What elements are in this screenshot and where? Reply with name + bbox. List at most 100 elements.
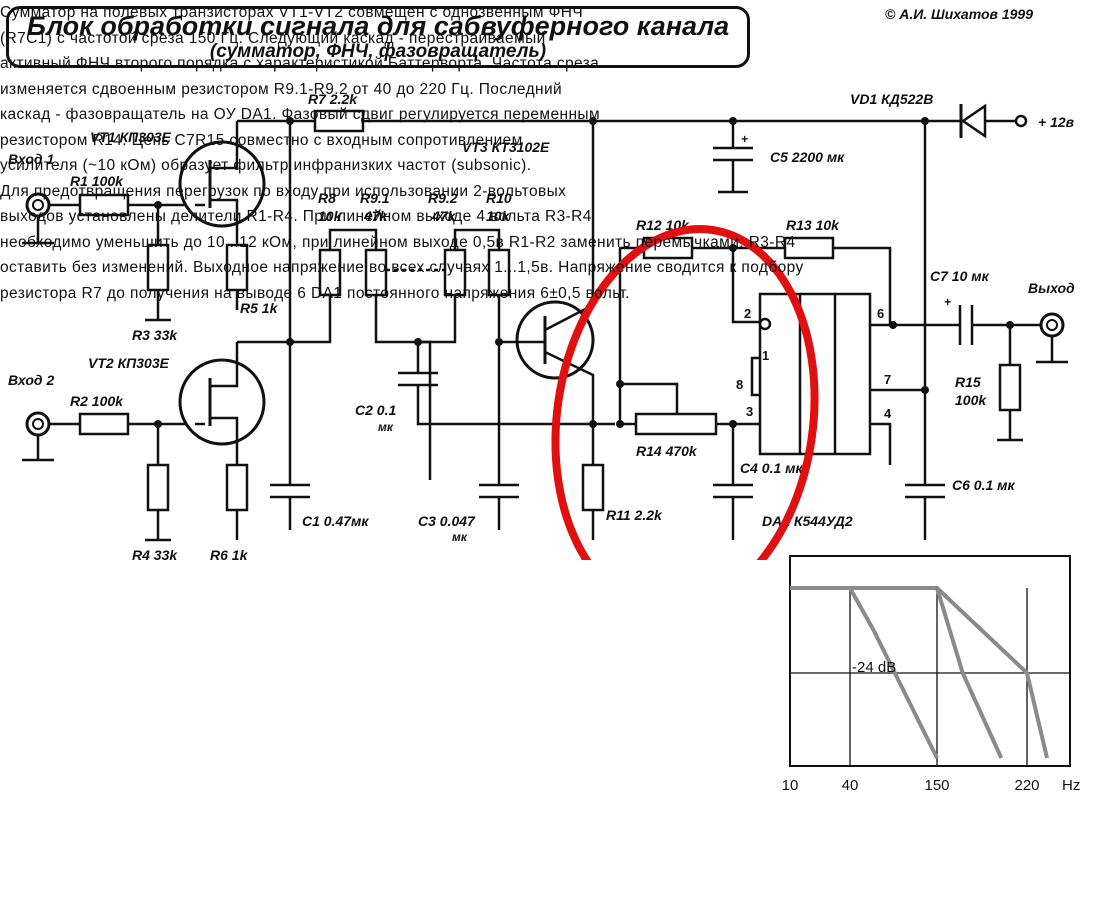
resistor-r9-1 [364,248,388,297]
r3-label: R3 33k [132,327,178,343]
c2-unit: мк [378,420,394,434]
power-label: + 12в [1038,114,1075,130]
description-paragraph-2: Для предотвращения перегрузок по входу п… [0,179,1100,307]
wire-pin1-pin8 [750,356,760,397]
r1-label: R1 100k [70,173,124,189]
paragraph-line: усилителя (~10 кОм) образует фильтр инфр… [0,157,532,174]
r2-label: R2 100k [70,393,124,409]
c4-label: C4 0.1 мк [740,460,803,476]
input-jack-1-core [32,199,44,211]
page-title: Блок обработки сигнала для сабвуферного … [26,11,730,41]
response-curve-3 [790,586,1049,759]
r9-1-label: R9.1 [360,190,390,206]
c2-label: C2 0.1 [355,402,396,418]
resistor-r7 [313,109,365,133]
capacitor-c4 [713,424,753,540]
x-tick-label: 150 [924,777,949,794]
pin-2-label: 2 [744,306,751,321]
chart-annotation: -24 dB [852,659,896,676]
input-1-label: Вход 1 [8,151,54,167]
input-jack-2-core [32,418,44,430]
c1-label: C1 0.47мк [302,513,369,529]
x-tick-label: 40 [842,777,859,794]
r13-label: R13 10k [786,217,840,233]
resistor-r11 [581,463,605,512]
r11-label: R11 2.2k [606,507,663,523]
paragraph-line: необходимо уменьшить до 10...12 кОм, при… [0,233,796,251]
ground-symbol [22,435,54,462]
vt1-label: VT1 КП303Е [90,129,172,145]
pin-8-label: 8 [736,377,743,392]
paragraph-line: (R7C1) с частотой среза 150 Гц. Следующи… [0,29,546,47]
r9-2-label: R9.2 [428,190,458,206]
vt3-label: VT3 КТ3102Е [462,139,550,155]
x-tick-label: 220 [1014,777,1039,794]
r10-label: R10 [486,190,512,206]
paragraph-line: изменяется сдвоенным резистором R9.1-R9.… [0,80,563,98]
c3-label: C3 0.047 [418,513,476,529]
junction-dot [589,420,597,428]
ground-symbol [1036,336,1068,364]
vd1-label: VD1 КД522В [850,91,933,107]
pin-1-label: 1 [762,348,769,363]
capacitor-c7 [925,305,1040,345]
wire-pin4 [870,422,892,465]
wire-c1 [237,121,310,530]
output-label: Выход [1028,280,1075,296]
schematic-diagram: + [8,91,1075,560]
x-tick-label: 10 [782,777,799,794]
copyright: © А.И. Шихатов 1999 [885,6,1034,22]
wire-r15 [997,325,1023,442]
c7-label: C7 10 мк [930,268,990,284]
wire-r92-r10-c3 [418,228,519,530]
title-box: Блок обработки сигнала для сабвуферного … [6,6,750,68]
r8-value: 10k [318,208,343,224]
paragraph-line: резистором R14. Цепь C7R15 совместно с в… [0,131,523,149]
r6-label: R6 1k [210,547,249,560]
paragraph-line: выходов установлены делители R1-R4. При … [0,208,592,225]
vt2-label: VT2 КП303Е [88,355,170,371]
r8-label: R8 [318,190,336,206]
r4-label: R4 33k [132,547,178,560]
wire-r8-r91 [290,228,432,480]
wire-r4 [145,424,171,542]
wire-c2 [398,342,615,426]
pin-7-label: 7 [884,372,891,387]
capacitor-c5 [713,121,753,194]
output-jack-core [1046,319,1058,331]
da1-label: DA1 К544УД2 [762,513,853,529]
r15-value: 100k [955,392,987,408]
highlight-ellipse [551,225,819,560]
power-terminal [1014,114,1028,128]
resistor-r6 [225,463,249,512]
plus-sign: + [741,132,748,146]
paragraph-line: Сумматор на полевых транзисторах VT1-VT2… [0,4,584,21]
wire-pin7-c6 [870,121,945,540]
chart-curves [790,586,1049,759]
wire-r3 [145,205,171,322]
r10-value: 10k [486,208,511,224]
transistor-vt3 [499,121,595,465]
page-subtitle: (сумматор, ФНЧ, фазовращатель) [209,41,547,62]
r15-label: R15 [955,374,981,390]
c6-label: C6 0.1 мк [952,477,1015,493]
plus-sign: + [944,295,951,309]
potentiometer-r14 [634,412,718,436]
resistor-r1 [78,193,130,217]
paragraph-line: активный ФНЧ второго порядка с характери… [0,55,600,72]
r14-label: R14 470k [636,443,698,459]
c3-unit: мк [452,530,468,544]
resistor-r15 [998,363,1022,412]
paragraph-line: оставить без изменений. Выходное напряже… [0,259,804,276]
paragraph-line: резистора R7 до получения на выводе 6 DA… [0,284,630,302]
junction-dot [921,386,929,394]
pin-6-label: 6 [877,306,884,321]
paragraph-line: каскад - фазовращатель на ОУ DA1. Фазовы… [0,106,601,123]
wire-pin2 [731,248,760,324]
transistor-vt2 [178,342,266,465]
inverting-input-marker [758,317,772,331]
resistor-r2 [78,412,130,436]
paragraph-line: Для предотвращения перегрузок по входу п… [0,182,567,200]
r7-label: R7 2.2k [308,91,358,107]
